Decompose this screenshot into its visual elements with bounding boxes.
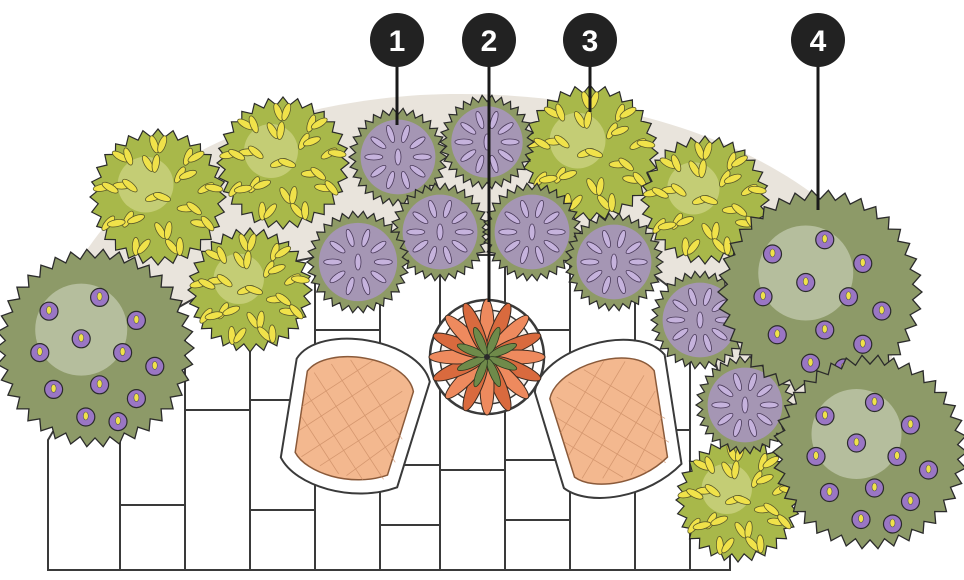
- callout-number: 3: [582, 25, 599, 58]
- container-plant: [429, 299, 545, 415]
- callout-4: 4: [791, 13, 845, 210]
- callout-number: 2: [481, 25, 498, 58]
- callout-number: 1: [389, 25, 406, 58]
- callout-number: 4: [810, 25, 827, 58]
